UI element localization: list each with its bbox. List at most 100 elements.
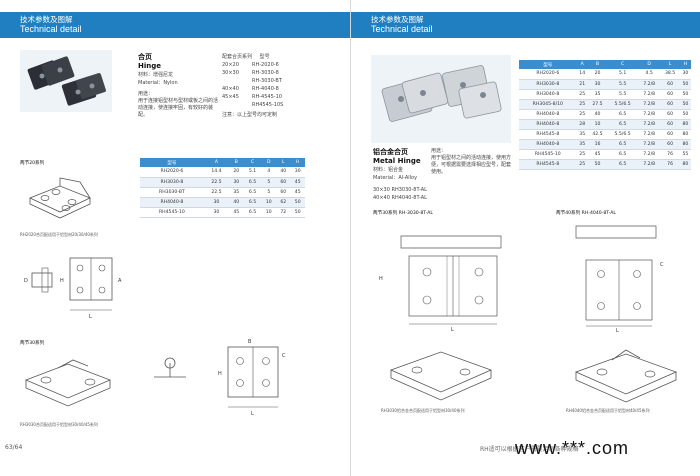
table-cell: 6.5 [607,139,638,150]
series-label-40-al: 两节40系列 RH-4040-8T-AL [556,211,616,216]
svg-text:L: L [616,328,619,333]
table-header-cell: 型号 [519,60,577,69]
table-cell: 60 [660,89,680,100]
svg-text:C: C [660,262,664,268]
table-cell: 62 [276,197,291,208]
header-title-en-right: Technical detail [371,24,433,34]
svg-text:D: D [24,278,28,284]
table-header-cell: H [679,60,691,69]
metal-use-text: 用于铝型材之间的活动连接，使用方便，可根据需要选择相应型号，配套使用。 [431,155,512,175]
spec-model: RH-4040-8 [252,86,279,92]
metal-40-3d-drawing [574,349,678,403]
spec-row: RH-3030-BT [222,77,332,85]
caption-20: RH2020合页配适用于铝型材20/30/40系列 [20,232,98,237]
table-cell: 7.2/8 [637,129,661,140]
table-cell: RH4040-8 [519,139,577,150]
table-cell: 7.2/8 [637,79,661,90]
footer-note: RH适可以根据客户需要定制各种规格 [480,446,579,453]
table-cell: 5.5/6.5 [607,129,638,140]
table-cell: 27.5 [587,99,608,110]
table-cell: 5.5/6.5 [607,99,638,110]
table-cell: 25 [576,99,588,110]
metal-name-cn: 铝合金合页 [373,148,408,156]
table-cell: 22.5 [203,177,230,188]
table-cell: 5.5 [607,79,638,90]
product-use-text: 用于连接铝型材与型材或板之间的活动连接，使连接牢固，有较好的装配。 [138,98,219,118]
spec-size: 20×20 [222,62,239,68]
table-cell: RH4545-10 [519,149,577,160]
table-header-cell: L [660,60,680,69]
table-cell: 7.2/8 [637,119,661,130]
table-cell: 6.5 [243,197,262,208]
header-title-cn-right: 技术参数及图解 [371,15,424,24]
table-cell: 35 [229,187,244,198]
metal-material-en: Material：Al-Alloy [373,175,418,181]
table-cell: 6.5 [607,149,638,160]
table-cell: RH4545-10 [140,207,204,218]
svg-text:B: B [248,339,252,345]
table-cell: 55 [679,149,691,160]
table-cell: RH4545-8 [519,129,577,140]
metal-name-en: Metal Hinge [373,157,421,165]
table-cell: 7.2/8 [637,89,661,100]
table-cell: 50 [679,89,691,100]
hinge-20-3d-drawing [28,177,92,219]
product-spec-block: 合页 Hinge 材料：增强尼龙 Material：Nylon 用途： 用于连接… [138,53,218,119]
table-cell: 80 [679,129,691,140]
table-cell: 5.1 [243,167,262,178]
table-cell: 10 [261,207,277,218]
table-cell: 30 [229,177,244,188]
table-cell: 45 [229,207,244,218]
table-cell: 25 [576,149,588,160]
metal-spec-2: 40×40 RH4040-8T-AL [373,195,427,201]
product-material-en: Material：Nylon [138,80,178,86]
table-cell: 6.5 [607,119,638,130]
table-cell: 5.1 [607,69,638,80]
table-cell: 60 [276,177,291,188]
table-cell: RH4040-8 [519,119,577,130]
header-title-en: Technical detail [20,24,82,34]
spec-row: RH4545-10S [222,101,332,109]
table-cell: 14 [576,69,588,80]
table-cell: 7.2/8 [637,149,661,160]
table-cell: 10 [261,197,277,208]
table-cell: 60 [660,119,680,130]
table-header-cell: D [637,60,661,69]
table-cell: 40 [229,197,244,208]
page-number: 63/64 [5,444,23,451]
spec-model: RH-4545-10 [252,94,282,100]
table-cell: RH3045-8/10 [519,99,577,110]
spec-model: RH-3030-BT [252,78,282,84]
table-cell: 76 [660,159,680,170]
table-cell: 25 [576,109,588,120]
metal-product-spec: 铝合金合页 Metal Hinge 材料：铝合金 Material：Al-All… [373,148,513,202]
table-cell: 35 [576,139,588,150]
table-cell: 60 [660,99,680,110]
table-cell: 45 [290,187,305,198]
table-cell: 80 [679,139,691,150]
table-cell: 6.5 [243,207,262,218]
table-cell: 50 [587,159,608,170]
table-cell: 6.5 [243,187,262,198]
spec-head-model: 型号 [259,54,270,60]
spec-head-series: 配套合页系列 [222,54,253,60]
table-cell: 25 [576,159,588,170]
table-header-cell: C [243,158,262,167]
hinge-30-dimension-drawing: B H C L [218,339,286,417]
table-cell: 30 [679,69,691,80]
table-cell: 42.5 [587,129,608,140]
hinge-20-dimension-drawing: D L H A [24,257,122,320]
